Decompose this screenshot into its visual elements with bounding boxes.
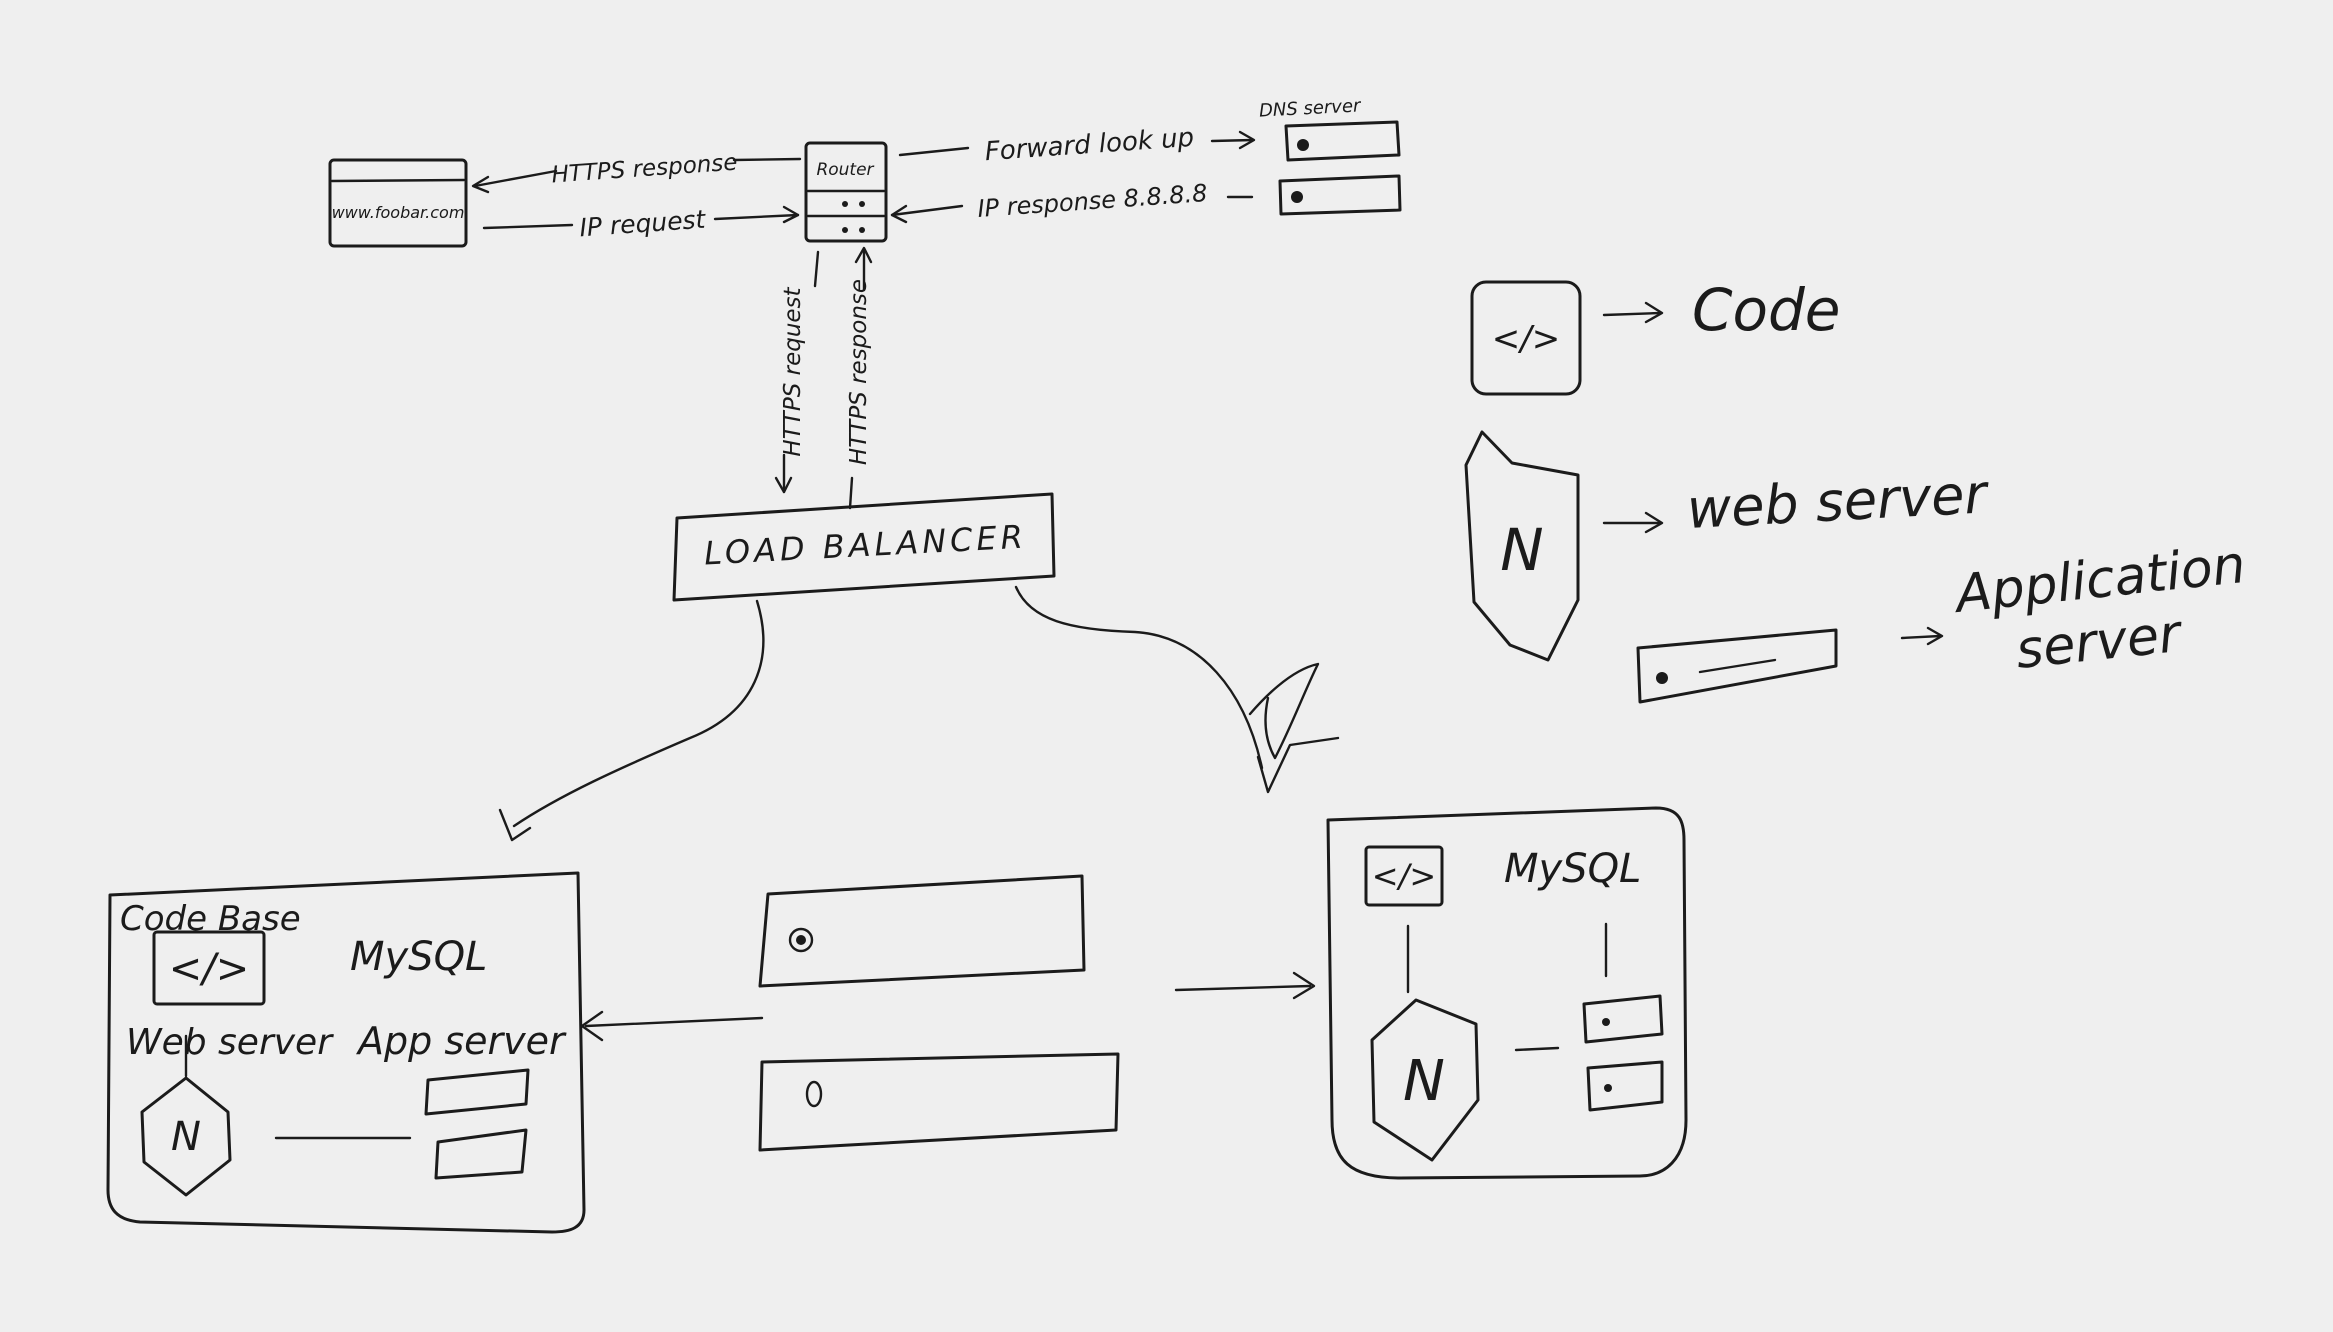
https-response-arrow	[471, 157, 802, 194]
load-balancer-label: LOAD BALANCER	[703, 518, 1028, 573]
legend-code: </> Code	[1470, 276, 1840, 396]
central-to-right-arrow	[1174, 971, 1316, 1000]
left-web-server-label: Web server	[126, 1022, 334, 1063]
lb-to-left-cluster-arrow	[498, 599, 765, 842]
ip-response-arrow	[890, 195, 1254, 224]
legend-code-symbol: </>	[1492, 319, 1560, 359]
left-nginx-icon: N	[140, 1034, 232, 1197]
central-app-server-1	[758, 874, 1086, 988]
central-to-left-arrow	[580, 1010, 764, 1042]
legend-code-label: Code	[1692, 276, 1840, 344]
legend-app-server: Application server	[1636, 535, 2248, 704]
right-mysql-label: MySQL	[1504, 846, 1641, 892]
dns-server-1	[1284, 120, 1401, 162]
right-cluster: </> MySQL N	[1326, 806, 1688, 1180]
load-balancer-box: LOAD BALANCER	[672, 492, 1056, 602]
left-mysql-label: MySQL	[350, 934, 487, 980]
https-response-up-label: HTTPS response	[846, 279, 872, 465]
browser-box: www.foobar.com	[328, 158, 468, 248]
ip-response-label: IP response 8.8.8.8	[977, 179, 1209, 223]
https-request-down-label: HTTPS request	[780, 286, 806, 456]
dns-server-2	[1278, 174, 1402, 216]
right-app-server-1	[1582, 994, 1664, 1044]
legend-web-server: N web server	[1464, 430, 1991, 662]
browser-url: www.foobar.com	[332, 203, 465, 222]
right-code-symbol: </>	[1372, 857, 1436, 895]
ip-request-arrow	[482, 205, 800, 230]
router-led	[859, 201, 865, 207]
right-nginx-icon: N	[1370, 998, 1480, 1162]
central-app-server-2	[758, 1052, 1120, 1152]
legend-web-server-symbol: N	[1500, 516, 1543, 584]
forward-lookup-label: Forward look up	[984, 123, 1195, 168]
https-request-down-arrow	[774, 250, 820, 494]
router-box: Router	[804, 141, 888, 243]
left-code-symbol: </>	[169, 946, 250, 992]
left-app-server-2	[434, 1128, 528, 1180]
https-response-up-arrow	[848, 246, 873, 510]
dns-server-label: DNS server	[1259, 95, 1363, 121]
https-response-label: HTTPS response	[551, 150, 739, 189]
left-app-server-label: App server	[355, 1019, 567, 1063]
left-nginx-symbol: N	[171, 1114, 201, 1160]
router-led	[842, 201, 848, 207]
router-led	[859, 227, 865, 233]
router-led	[842, 227, 848, 233]
router-label: Router	[816, 160, 874, 180]
forward-lookup-arrow	[898, 130, 1256, 157]
right-nginx-symbol: N	[1403, 1049, 1445, 1114]
lb-to-right-cluster-arrow	[1014, 585, 1340, 794]
right-app-server-2	[1586, 1060, 1664, 1112]
legend-web-server-label: web server	[1685, 462, 1990, 541]
left-app-server-1	[424, 1068, 530, 1116]
left-cluster: Code Base </> MySQL Web server App serve…	[106, 871, 586, 1234]
ip-request-label: IP request	[579, 205, 708, 243]
